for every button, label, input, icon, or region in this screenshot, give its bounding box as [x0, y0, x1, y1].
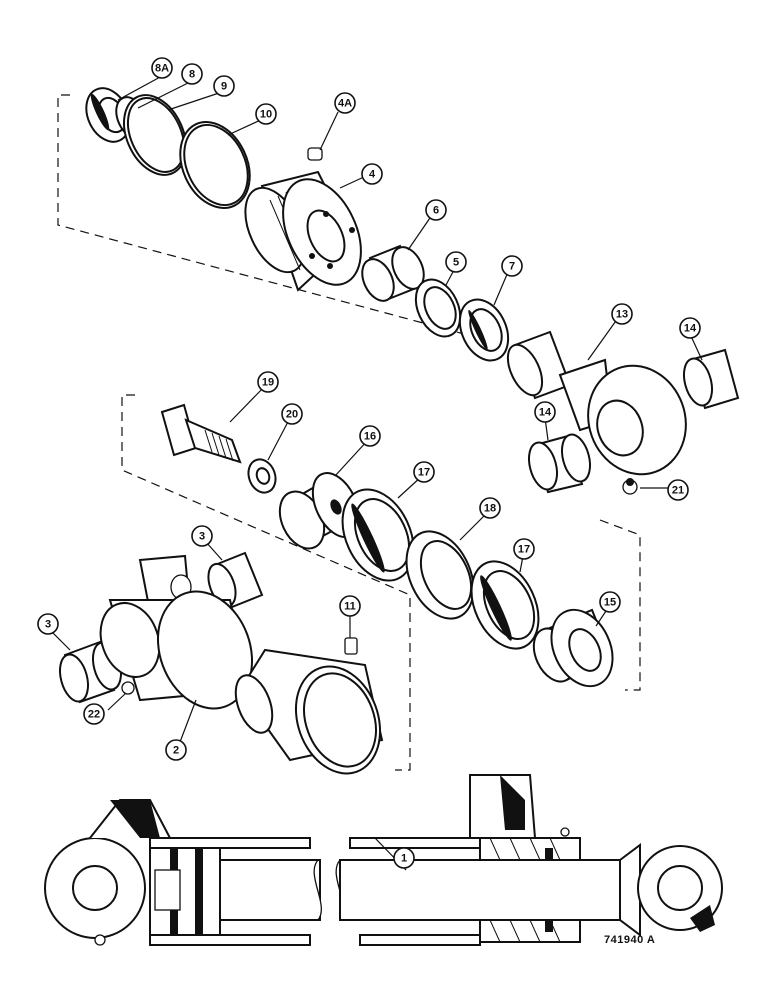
bushing-3-lower [58, 640, 123, 704]
callout-17: 17 [513, 538, 535, 560]
callout-number: 14 [539, 407, 552, 419]
group-outline-piston-right [599, 519, 641, 691]
callout-number: 2 [173, 745, 179, 757]
grease-fitting-21 [622, 478, 638, 495]
callout-number: 9 [221, 81, 227, 93]
seal-7 [458, 298, 510, 362]
bushing-6 [361, 244, 425, 302]
callout-16: 16 [359, 425, 381, 447]
callout-13: 13 [611, 303, 633, 325]
callout-6: 6 [425, 199, 447, 221]
callout-number: 14 [684, 323, 697, 335]
callout-number: 3 [199, 531, 205, 543]
callout-number: 10 [260, 109, 272, 121]
bushing-14-left [527, 433, 592, 494]
callout-17: 17 [413, 461, 435, 483]
callout-5: 5 [445, 251, 467, 273]
grease-fitting-22 [121, 681, 135, 695]
assembled-cylinder-section [44, 774, 723, 946]
group-outline-piston [121, 394, 411, 771]
callout-9: 9 [213, 75, 235, 97]
callout-number: 15 [604, 597, 616, 609]
callout-10: 10 [255, 103, 277, 125]
callout-4: 4 [361, 163, 383, 185]
barrel-tube [234, 648, 384, 775]
seal-5 [414, 278, 462, 338]
callout-number: 4 [369, 169, 376, 181]
group-outline-gland [57, 94, 506, 346]
callout-3: 3 [37, 613, 59, 635]
callout-number: 5 [453, 257, 459, 269]
callout-22: 22 [83, 703, 105, 725]
bolt-19 [160, 403, 242, 464]
callout-4a: 4A [334, 92, 356, 114]
callout-7: 7 [501, 255, 523, 277]
bushing-14-right [682, 348, 740, 410]
plug-4a [307, 147, 323, 161]
callout-number: 6 [433, 205, 439, 217]
callout-14: 14 [534, 401, 556, 423]
nut-15 [532, 608, 614, 688]
callout-8: 8 [181, 63, 203, 85]
piston-rod-13 [506, 330, 687, 476]
callout-21: 21 [667, 479, 689, 501]
callout-number: 11 [344, 601, 356, 613]
callout-18: 18 [479, 497, 501, 519]
callout-number: 13 [616, 309, 628, 321]
piston-seal-17-lower [470, 560, 540, 650]
callout-number: 4A [338, 98, 352, 110]
callout-number: 22 [88, 709, 100, 721]
callout-number: 20 [286, 409, 298, 421]
callout-number: 19 [262, 377, 274, 389]
gland-4 [244, 170, 362, 292]
callout-number: 18 [484, 503, 496, 515]
callout-number: 3 [45, 619, 51, 631]
callout-number: 17 [418, 467, 430, 479]
callout-1: 1 [393, 847, 415, 869]
piston-16 [278, 472, 361, 550]
callout-number: 1 [401, 853, 407, 865]
washer-20 [247, 458, 277, 494]
callout-number: 16 [364, 431, 376, 443]
backup-ring-9 [123, 94, 187, 176]
callout-20: 20 [281, 403, 303, 425]
callout-number: 8 [189, 69, 195, 81]
callout-number: 21 [672, 485, 684, 497]
callout-8a: 8A [151, 57, 173, 79]
piston-seal-17-upper [341, 488, 415, 582]
callout-number: 8A [155, 63, 169, 75]
callout-14: 14 [679, 317, 701, 339]
drawing-number: 741940 A [604, 934, 656, 946]
callout-11: 11 [339, 595, 361, 617]
callout-15: 15 [599, 591, 621, 613]
grease-fitting-11 [344, 637, 358, 655]
callout-number: 17 [518, 544, 530, 556]
callout-19: 19 [257, 371, 279, 393]
o-ring-10 [179, 121, 251, 209]
wear-ring-18 [405, 530, 475, 620]
callout-number: 7 [509, 261, 515, 273]
callout-2: 2 [165, 739, 187, 761]
cylinder-end-2 [99, 554, 254, 710]
callout-3: 3 [191, 525, 213, 547]
